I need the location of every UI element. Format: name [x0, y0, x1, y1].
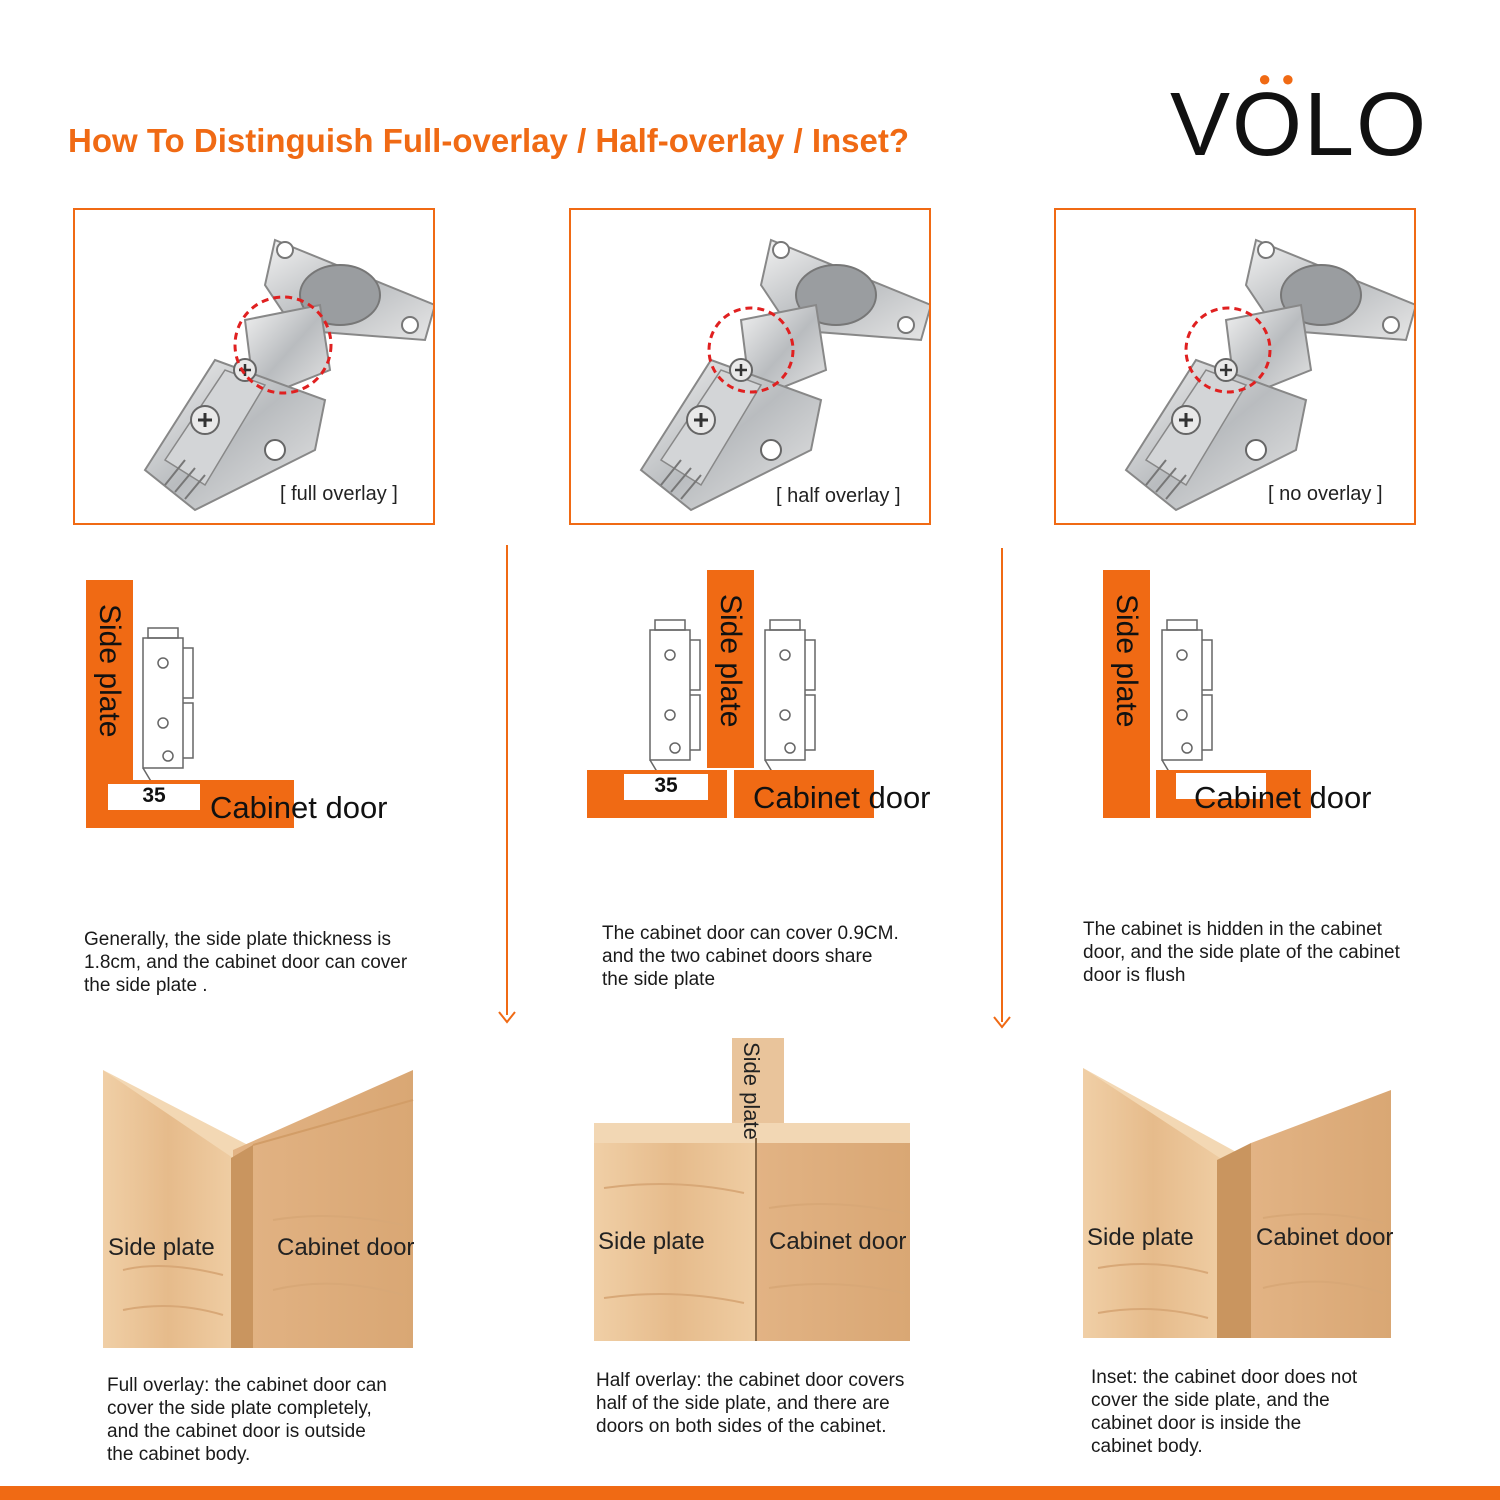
bottom-accent-bar	[0, 1486, 1500, 1500]
wood-side-plate-label: Side plate	[108, 1234, 215, 1261]
dimension-label: 35	[624, 774, 708, 800]
wood-cabinet-door-label: Cabinet door	[277, 1234, 415, 1261]
hinge-image	[639, 238, 929, 512]
hinge-image	[143, 238, 433, 512]
wood-side-plate-label: Side plate	[598, 1228, 705, 1255]
side-plate-bar	[707, 570, 754, 768]
wood-side-plate-label: Side plate	[1087, 1224, 1194, 1251]
arrow-head-icon	[993, 1016, 1011, 1029]
divider-arrow	[506, 545, 508, 1015]
inset-wood-image	[1083, 1068, 1391, 1338]
summary-text: Inset: the cabinet door does not cover t…	[1091, 1367, 1358, 1457]
photo-caption: [ full overlay ]	[280, 483, 398, 505]
dimension-label: 35	[108, 784, 200, 810]
description-text: The cabinet is hidden in the cabinet doo…	[1083, 919, 1400, 986]
description-text: The cabinet door can cover 0.9CM. and th…	[602, 923, 899, 990]
side-plate-label: Side plate	[1110, 594, 1143, 728]
side-plate-label: Side plate	[93, 604, 126, 738]
hinge-image	[1124, 238, 1414, 512]
arrow-head-icon	[498, 1011, 516, 1024]
half-overlay-photo: [ half overlay ]	[569, 208, 931, 525]
full-overlay-wood-image	[103, 1070, 414, 1348]
dimension-box	[1176, 773, 1266, 799]
half-overlay-wood-image	[594, 1038, 910, 1341]
wood-top-side-plate-label: Side plate	[739, 1042, 764, 1140]
wood-cabinet-door-label: Cabinet door	[769, 1228, 907, 1255]
no-overlay-photo: [ no overlay ]	[1054, 208, 1416, 525]
hinge-diagram-right	[764, 619, 816, 782]
hinge-diagram	[1161, 619, 1213, 782]
cabinet-door-label: Cabinet door	[753, 780, 931, 815]
hinge-diagram-left	[649, 619, 701, 782]
cabinet-door-right-bar	[734, 770, 874, 818]
wood-cabinet-door-label: Cabinet door	[1256, 1224, 1394, 1251]
summary-text: Full overlay: the cabinet door can cover…	[107, 1375, 387, 1465]
side-plate-bar	[1103, 570, 1150, 818]
cabinet-door-label: Cabinet door	[210, 790, 388, 825]
logo-umlaut: ●●	[1258, 66, 1305, 91]
photo-caption: [ half overlay ]	[776, 485, 901, 507]
cabinet-door-label: Cabinet door	[1194, 780, 1372, 815]
divider-arrow	[1001, 548, 1003, 1022]
brand-logo: VOLO	[1170, 75, 1429, 175]
side-plate-label: Side plate	[714, 594, 747, 728]
page-title: How To Distinguish Full-overlay / Half-o…	[68, 122, 910, 159]
photo-caption: [ no overlay ]	[1268, 483, 1383, 505]
full-overlay-photo: [ full overlay ]	[73, 208, 435, 525]
summary-text: Half overlay: the cabinet door covers ha…	[596, 1370, 905, 1437]
description-text: Generally, the side plate thickness is 1…	[84, 929, 408, 996]
hinge-diagram	[142, 627, 194, 790]
